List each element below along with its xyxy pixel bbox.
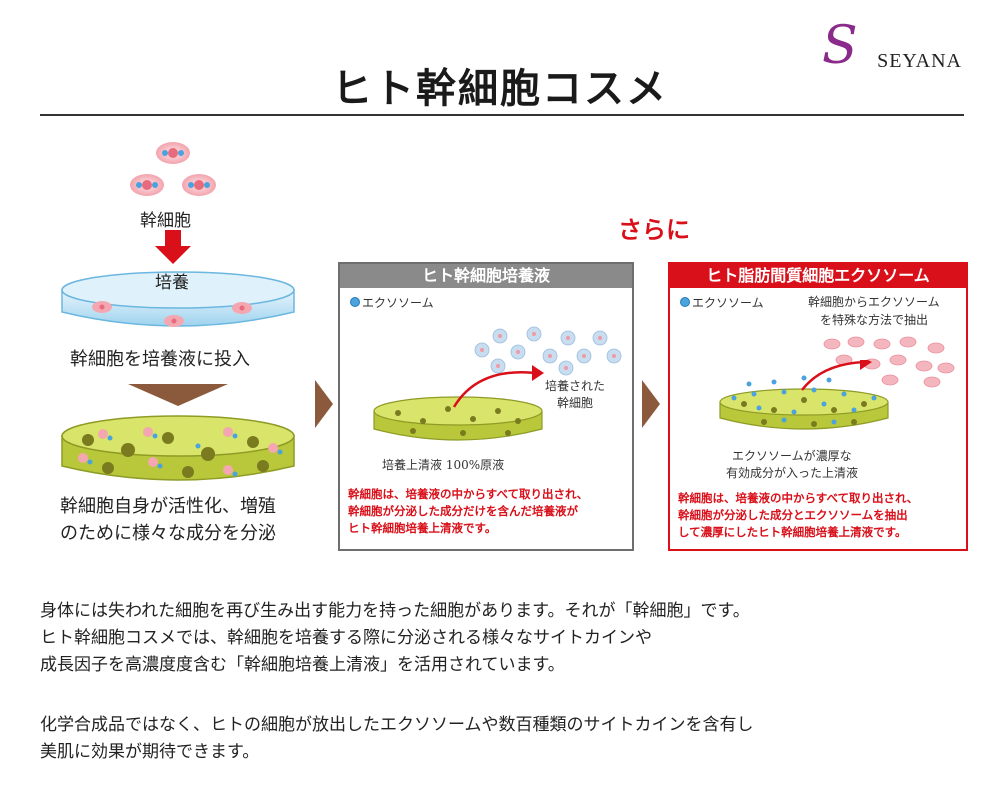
emphasis-text: さらに xyxy=(618,216,690,244)
stem-cell-icon xyxy=(156,142,190,164)
petri-dish-icon xyxy=(61,271,295,327)
extracted-cells-icon xyxy=(823,336,955,388)
flow-arrow-icon xyxy=(801,360,865,391)
panel-note-line1: 幹細胞は、培養液の中からすべて取り出され、 xyxy=(348,487,589,501)
step1-text: 幹細胞を培養液に投入 xyxy=(70,349,250,370)
exosome-dot-icon xyxy=(680,297,690,307)
panel-note-line3: ヒト幹細胞培養上清液です。 xyxy=(348,521,497,535)
exosome-dot-icon xyxy=(350,297,360,307)
culture-label: 培養 xyxy=(155,273,189,293)
stem-cell-icon xyxy=(182,174,216,196)
brand-logo: S SEYANA xyxy=(812,16,962,76)
panel-note-line1: 幹細胞は、培養液の中からすべて取り出され、 xyxy=(678,491,919,505)
stem-cell-icon xyxy=(164,315,184,327)
stem-cell-cluster-icon xyxy=(130,142,216,196)
petri-dish-icon xyxy=(373,365,544,441)
stem-cell-icon xyxy=(130,174,164,196)
legend-label: エクソソーム xyxy=(362,296,434,310)
cells-label-line1: 培養された xyxy=(545,379,606,393)
extract-label-line1: 幹細胞からエクソソーム xyxy=(808,295,940,309)
flow-arrow-icon xyxy=(452,371,537,408)
body-para2-line2: 美肌に効果が期待できます。 xyxy=(40,742,260,762)
page-title: ヒト幹細胞コスメ xyxy=(332,66,668,112)
petri-dish-icon xyxy=(719,360,889,430)
panel-title: ヒト幹細胞培養液 xyxy=(340,264,632,288)
extract-label-line2: を特殊な方法で抽出 xyxy=(820,313,929,327)
flow-arrow-icon xyxy=(315,380,333,428)
panel-note-line2: 幹細胞が分泌した成分とエクソソームを抽出 xyxy=(678,508,908,522)
cells-label-line2: 幹細胞 xyxy=(557,396,594,410)
flow-arrow-icon xyxy=(642,380,660,428)
petri-dish-icon xyxy=(61,415,295,481)
body-para2-line1: 化学合成品ではなく、ヒトの細胞が放出したエクソソームや数百種類のサイトカインを含… xyxy=(40,715,754,735)
panel-note-line2: 幹細胞が分泌した成分だけを含んだ培養液が xyxy=(348,504,578,518)
stem-cell-label: 幹細胞 xyxy=(140,211,191,231)
step2-text-line1: 幹細胞自身が活性化、増殖 xyxy=(60,496,276,517)
down-triangle-icon xyxy=(128,384,228,406)
body-para1-line2: ヒト幹細胞コスメでは、幹細胞を培養する際に分泌される様々なサイトカインや xyxy=(40,628,652,648)
dish-label: 培養上清液 100%原液 xyxy=(382,458,505,472)
body-para1-line1: 身体には失われた細胞を再び生み出す能力を持った細胞があります。それが「幹細胞」で… xyxy=(40,601,750,621)
dish-label-line1: エクソソームが濃厚な xyxy=(732,449,852,463)
panel-note-line3: して濃厚にしたヒト幹細胞培養上清液です。 xyxy=(678,525,907,539)
stem-cell-icon xyxy=(92,301,112,313)
title-divider xyxy=(40,114,964,116)
dish-label-line2: 有効成分が入った上清液 xyxy=(726,466,859,480)
step2-text-line2: のために様々な成分を分泌 xyxy=(60,523,276,544)
logo-mark: S xyxy=(822,16,858,76)
logo-text: SEYANA xyxy=(877,50,962,72)
stem-cell-icon xyxy=(232,302,252,314)
down-arrow-icon xyxy=(155,230,191,264)
legend-label: エクソソーム xyxy=(692,296,764,310)
panel-exosome: ヒト脂肪間質細胞エクソソーム エクソソーム 幹細胞からエクソソーム を特殊な方法… xyxy=(668,262,968,551)
body-para1-line3: 成長因子を高濃度度含む「幹細胞培養上清液」を活用されています。 xyxy=(40,655,565,675)
cultured-cells-icon xyxy=(474,326,622,376)
panel-culture-medium: ヒト幹細胞培養液 エクソソーム 培養された 幹細胞 培養上清液 100%原液 幹… xyxy=(338,262,634,551)
panel-title: ヒト脂肪間質細胞エクソソーム xyxy=(670,264,966,288)
